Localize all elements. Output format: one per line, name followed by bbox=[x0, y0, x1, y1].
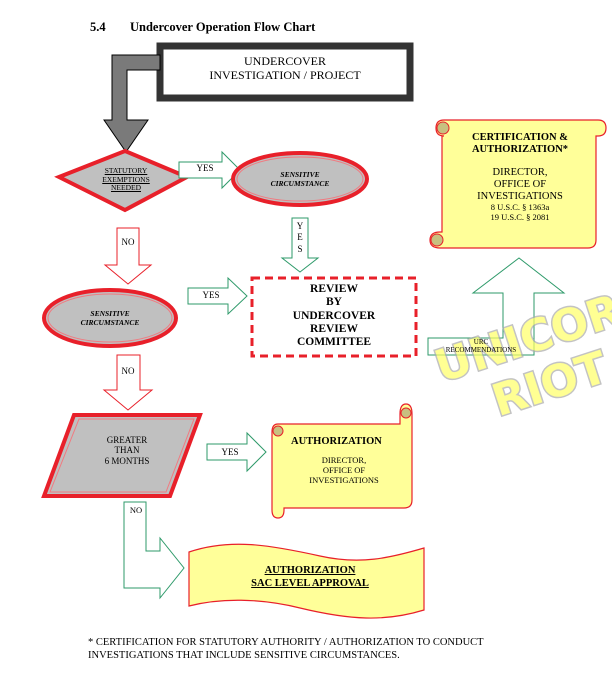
greater-label: GREATER THAN 6 MONTHS bbox=[104, 435, 150, 466]
greater-parallelogram bbox=[41, 413, 203, 498]
section-title: Undercover Operation Flow Chart bbox=[130, 20, 316, 34]
section-number: 5.4 bbox=[90, 20, 106, 34]
authorization-sac-label: AUTHORIZATION SAC LEVEL APPROVAL bbox=[251, 565, 369, 589]
sensitive-ellipse-mid bbox=[42, 288, 178, 348]
certification-scroll bbox=[429, 119, 607, 249]
sensitive-ellipse-top bbox=[231, 151, 369, 207]
no-label-2: NO bbox=[121, 366, 135, 376]
certification-label: CERTIFICATION & AUTHORIZATION* DIRECTOR,… bbox=[471, 132, 569, 223]
yes-arrow-vertical bbox=[280, 217, 320, 273]
urc-label: URC RECOMMENDATIONS bbox=[445, 338, 517, 355]
yes-arrow-3 bbox=[206, 431, 267, 473]
review-box bbox=[250, 276, 418, 358]
review-label: REVIEW BY UNDERCOVER REVIEW COMMITTEE bbox=[292, 283, 376, 349]
start-arrow bbox=[103, 54, 161, 153]
sensitive-top-label: SENSITIVE CIRCUMSTANCE bbox=[270, 170, 330, 188]
yes-label-vertical: Y E S bbox=[296, 221, 304, 254]
no-label-3: NO bbox=[129, 505, 143, 515]
no-label-1: NO bbox=[121, 237, 135, 247]
urc-arrow bbox=[427, 257, 566, 356]
yes-arrow-2 bbox=[187, 276, 248, 316]
no-arrow-3 bbox=[123, 501, 185, 600]
sensitive-mid-label: SENSITIVE CIRCUMSTANCE bbox=[80, 309, 140, 327]
no-arrow-1 bbox=[103, 227, 153, 285]
section-heading: 5.4 Undercover Operation Flow Chart bbox=[90, 20, 315, 35]
footnote: * CERTIFICATION FOR STATUTORY AUTHORITY … bbox=[88, 637, 484, 661]
no-arrow-2 bbox=[102, 354, 154, 411]
watermark: UNICORN RIOT bbox=[427, 295, 612, 425]
yes-label-1: YES bbox=[196, 163, 214, 173]
authorization-sac-banner bbox=[188, 543, 425, 619]
authorization-director-scroll bbox=[271, 403, 413, 519]
yes-label-3: YES bbox=[221, 447, 239, 457]
yes-label-2: YES bbox=[202, 290, 220, 300]
start-label: UNDERCOVER INVESTIGATION / PROJECT bbox=[209, 54, 361, 82]
statutory-diamond bbox=[54, 148, 192, 213]
authorization-director-label: AUTHORIZATION DIRECTOR, OFFICE OF INVEST… bbox=[291, 436, 382, 485]
statutory-label: STATUTORY EXEMPTIONS NEEDED bbox=[102, 166, 150, 193]
start-box bbox=[156, 42, 414, 102]
